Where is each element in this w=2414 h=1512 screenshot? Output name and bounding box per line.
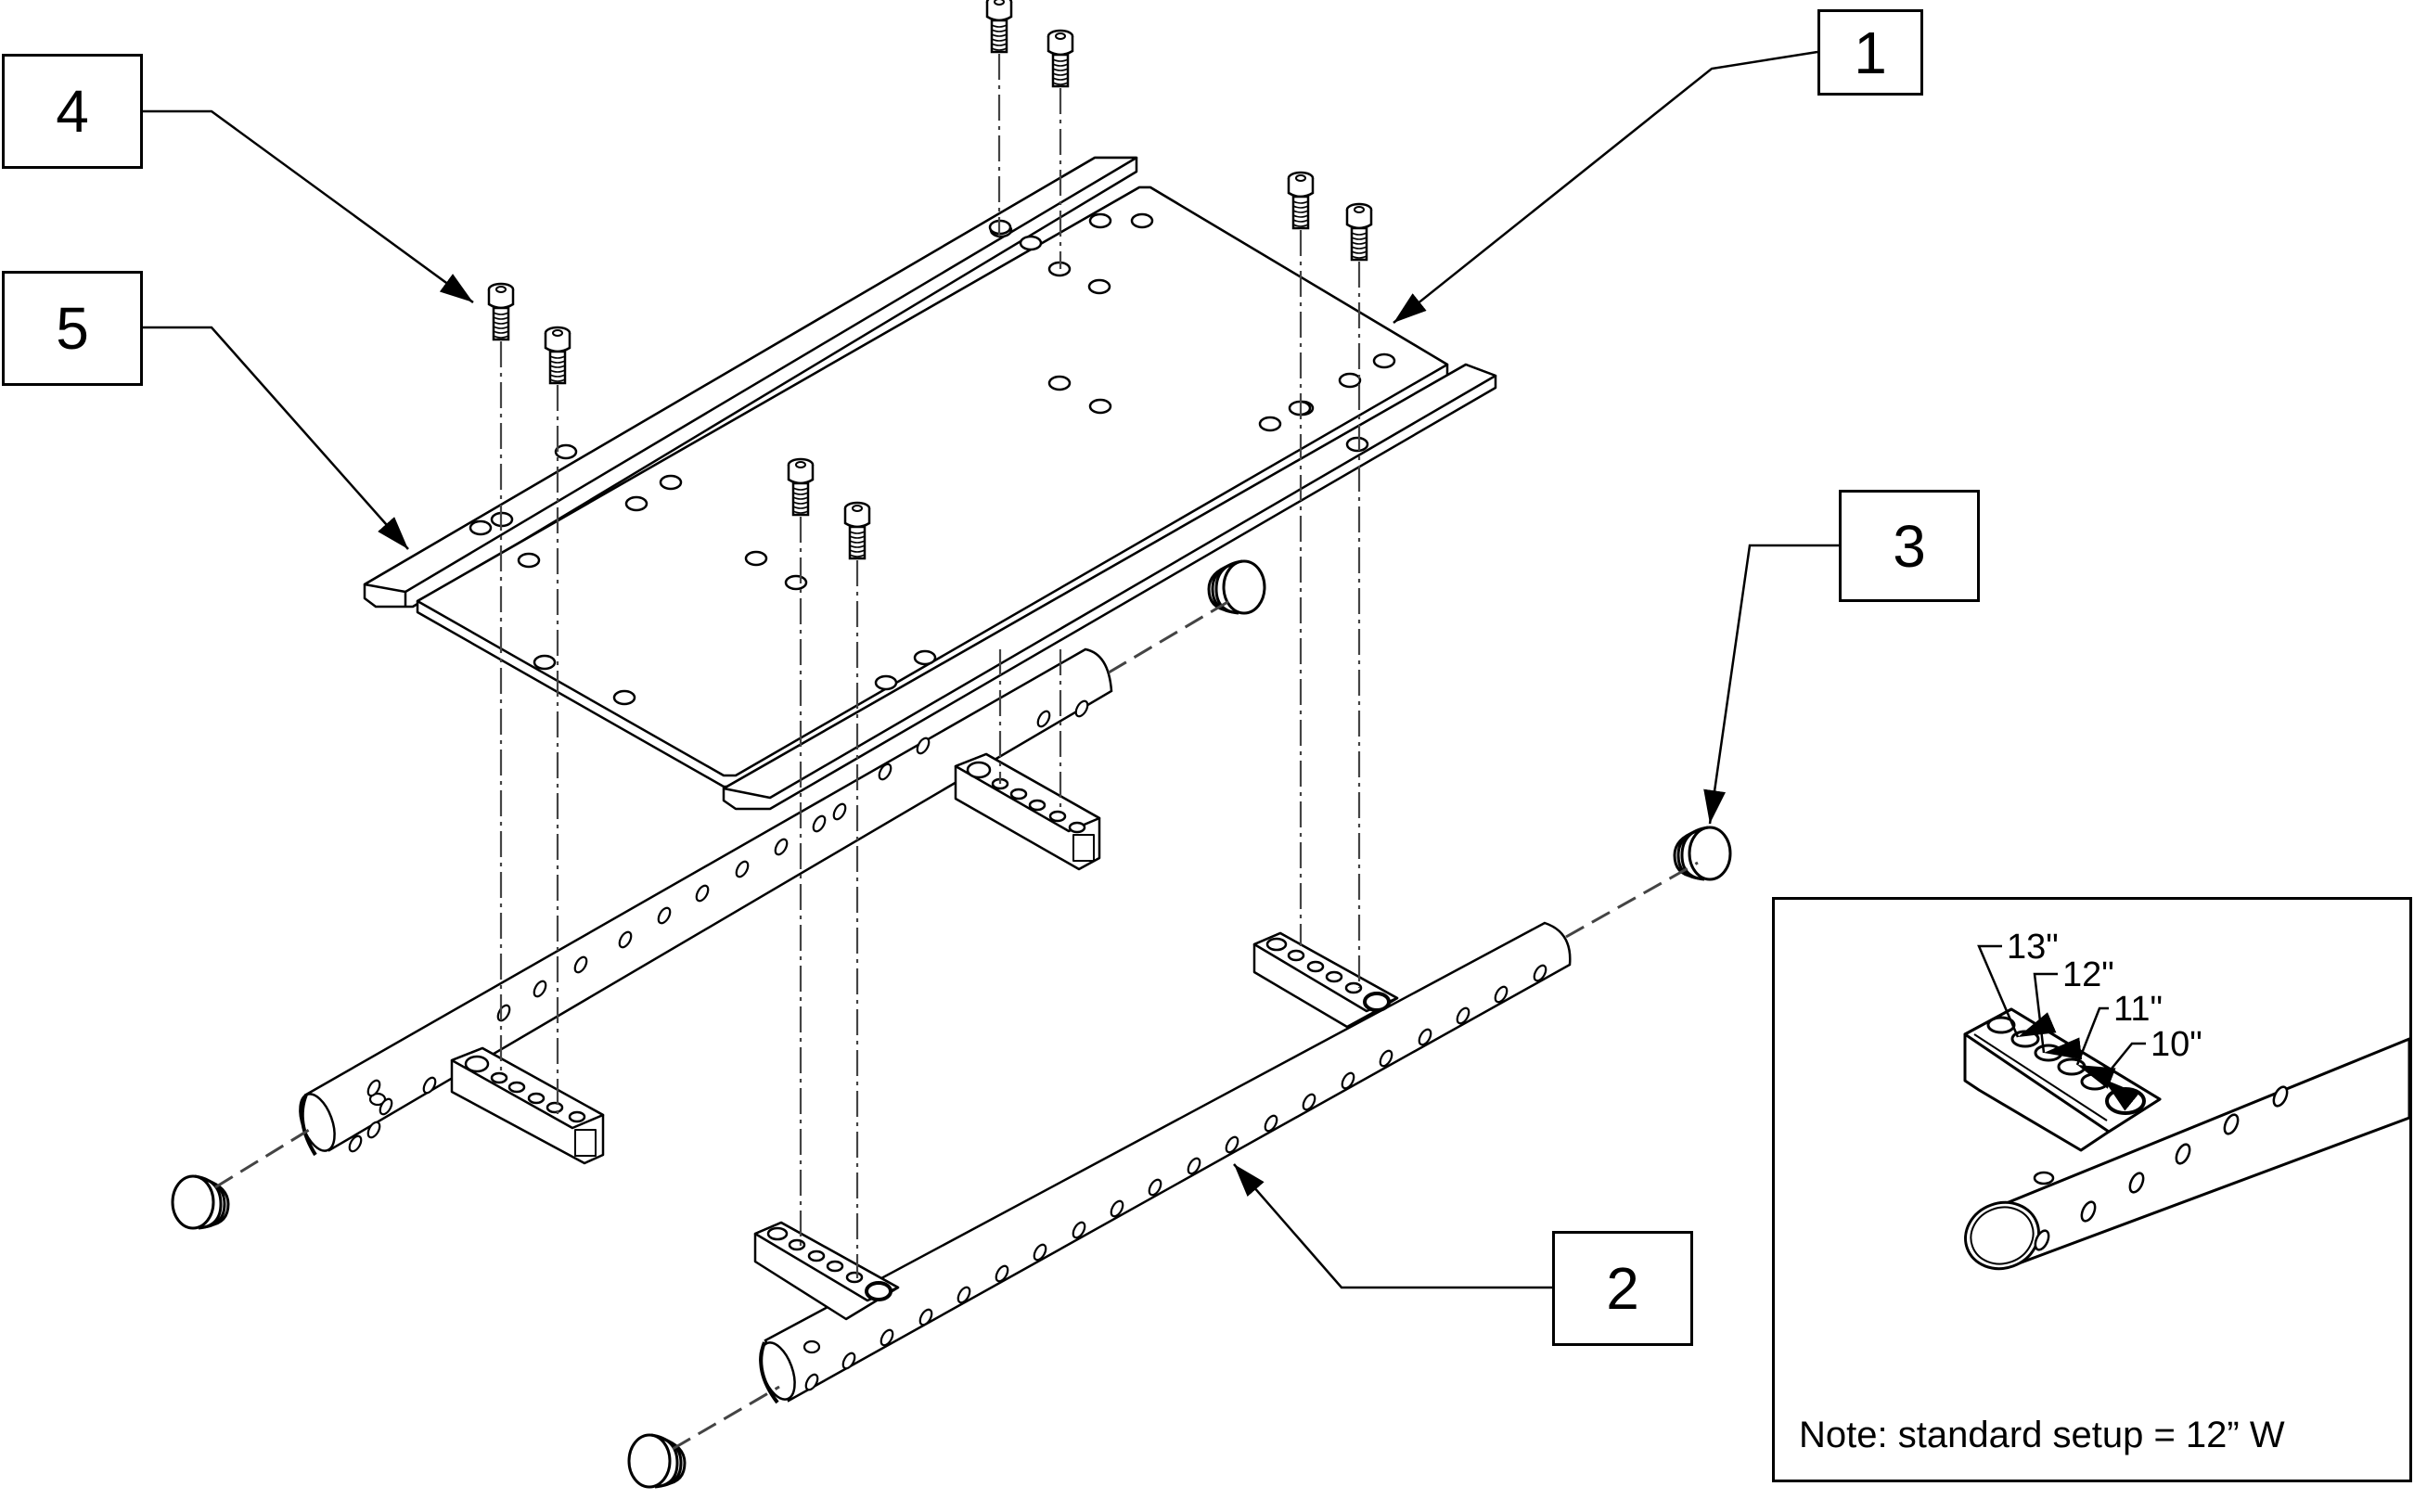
plug-centerlines <box>214 596 1699 1451</box>
callout-2-number: 2 <box>1606 1255 1639 1322</box>
leader-5 <box>142 326 409 550</box>
plate-holes <box>469 212 1396 706</box>
standard-setup-note: Note: standard setup = 12” W <box>1799 1415 2285 1455</box>
leader-12in <box>2033 972 2083 1060</box>
width-setting-detail-inset: 13" 12" 11" 10" Note: standard setup = 1… <box>1772 897 2412 1482</box>
screw-6 <box>1345 202 1373 262</box>
callout-1: 1 <box>1817 9 1923 96</box>
screw-7 <box>787 457 815 517</box>
plug-front-left <box>627 1433 687 1489</box>
leader-13in <box>1977 944 2057 1038</box>
callout-leaders <box>142 50 1839 1289</box>
width-label-13: 13" <box>2007 928 2059 967</box>
callout-5-number: 5 <box>56 295 89 362</box>
callout-2: 2 <box>1552 1231 1693 1346</box>
leader-4 <box>142 109 474 304</box>
screw-4 <box>1046 29 1074 88</box>
inset-drawing <box>1963 944 2409 1271</box>
plug-back-right <box>1207 559 1266 615</box>
screw-8 <box>843 501 871 560</box>
callout-1-number: 1 <box>1854 19 1887 86</box>
seat-plate-part-1 <box>416 186 1449 788</box>
back-right-bracket <box>954 752 1101 871</box>
width-label-11: 11" <box>2113 990 2163 1029</box>
leader-3 <box>1703 544 1839 825</box>
width-label-12: 12" <box>2062 955 2114 994</box>
screw-1 <box>487 282 515 341</box>
back-tube <box>299 647 1113 1157</box>
front-rail-strip <box>722 363 1497 811</box>
front-right-bracket <box>1252 931 1399 1029</box>
front-tube-part-2 <box>759 921 1572 1404</box>
inset-leaders <box>1977 944 2146 1111</box>
callout-4: 4 <box>2 54 143 169</box>
front-left-bracket <box>753 1221 900 1321</box>
callout-3: 3 <box>1839 490 1980 602</box>
screw-5 <box>1287 171 1315 230</box>
screw-3 <box>985 0 1013 54</box>
callout-5: 5 <box>2 271 143 386</box>
leader-1 <box>1393 50 1818 324</box>
leader-11in <box>2075 1006 2116 1089</box>
callout-4-number: 4 <box>56 78 89 145</box>
screw-centerlines <box>499 54 1361 1278</box>
width-label-10: 10" <box>2151 1025 2202 1064</box>
inset-bracket <box>1963 1007 2162 1152</box>
back-left-bracket <box>450 1046 605 1165</box>
leader-2 <box>1233 1163 1552 1289</box>
inset-tube <box>1964 1037 2409 1271</box>
front-tube-holes <box>803 964 1547 1391</box>
callout-3-number: 3 <box>1893 512 1926 580</box>
screw-2 <box>544 326 571 385</box>
leader-10in <box>2102 1042 2146 1111</box>
